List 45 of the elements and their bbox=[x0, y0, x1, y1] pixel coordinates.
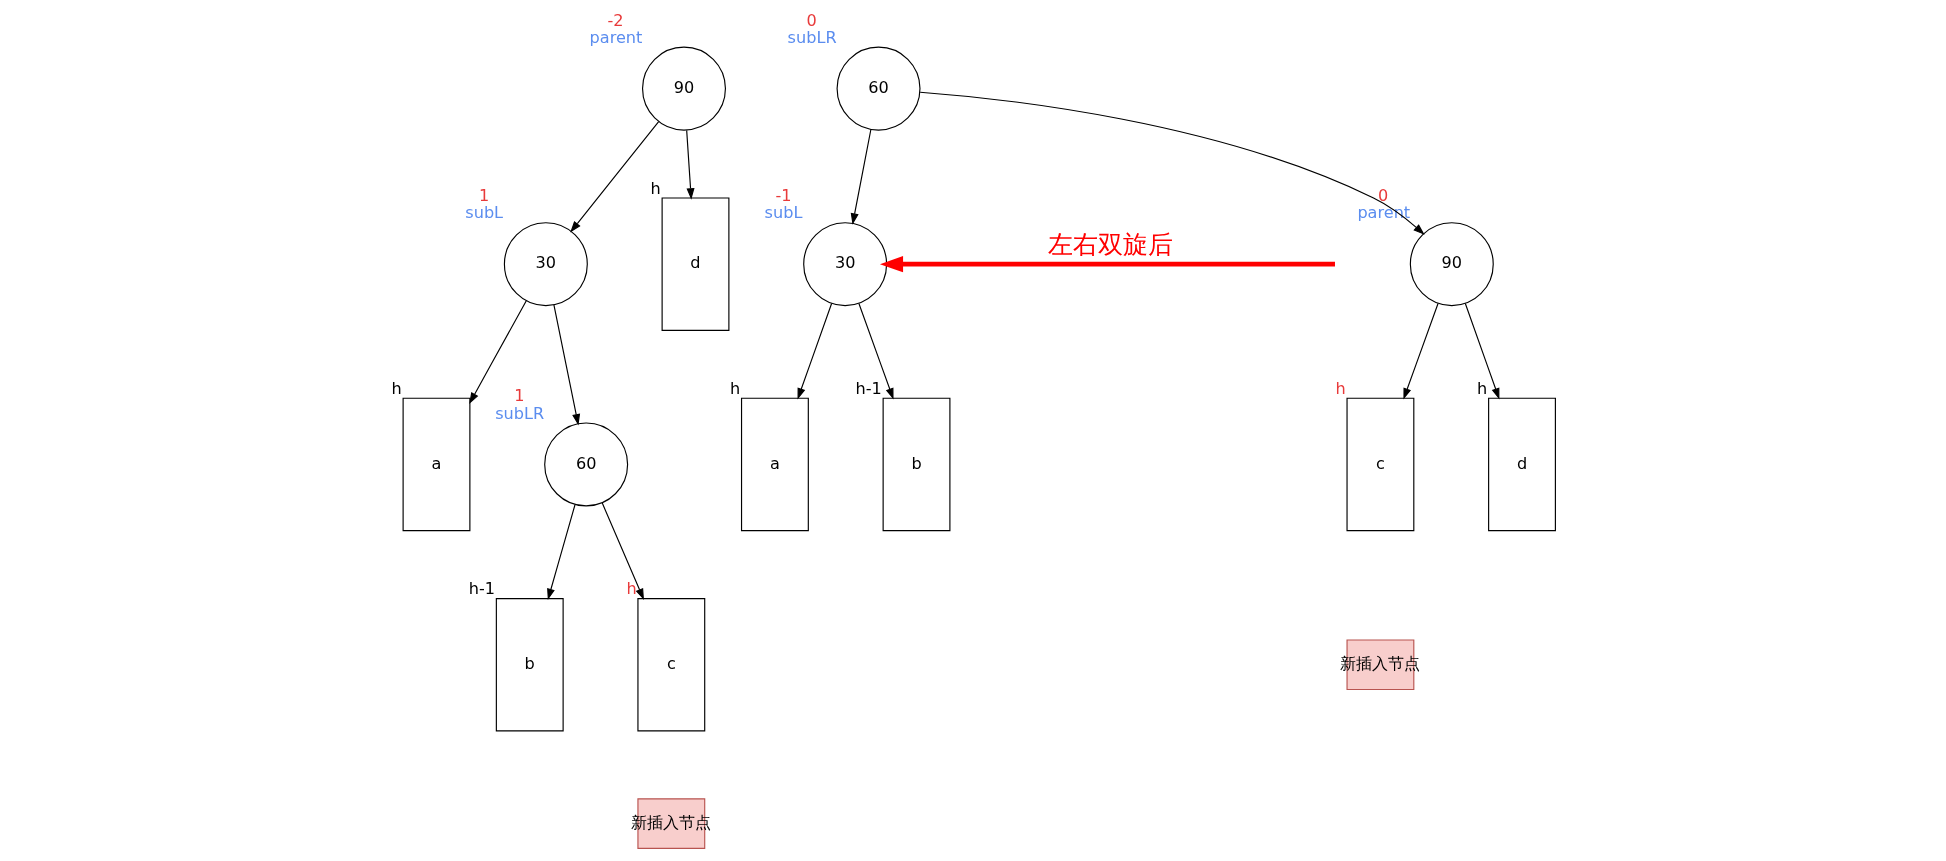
node-circle: 60 bbox=[836, 46, 921, 131]
arrow bbox=[1402, 302, 1439, 400]
node-box: b bbox=[495, 598, 564, 732]
node-box: b bbox=[882, 397, 950, 532]
arrow bbox=[797, 302, 832, 400]
node-label: subL bbox=[764, 203, 802, 223]
node-label: subL bbox=[464, 203, 503, 223]
node-label: h-1 bbox=[855, 378, 882, 398]
arrow bbox=[601, 502, 644, 601]
node-label: 0 bbox=[806, 10, 817, 30]
arrow bbox=[569, 120, 659, 233]
node-label: h bbox=[729, 378, 740, 398]
node-box: d bbox=[661, 197, 729, 331]
node-label: h bbox=[1476, 378, 1487, 398]
node-box: d bbox=[1487, 397, 1556, 532]
node-box: c bbox=[1345, 397, 1414, 532]
node-box: c bbox=[636, 598, 705, 732]
node-label: -1 bbox=[775, 186, 792, 206]
arrow bbox=[857, 302, 894, 400]
node-label: parent bbox=[589, 27, 642, 47]
arrow bbox=[468, 300, 527, 405]
node-label: 1 bbox=[513, 386, 524, 406]
node-label: subLR bbox=[787, 27, 837, 47]
node-label: h bbox=[650, 178, 661, 198]
arrow bbox=[546, 504, 576, 601]
node-label: h bbox=[391, 378, 402, 398]
arrow bbox=[919, 91, 1425, 235]
node-circle: 90 bbox=[641, 46, 726, 131]
edge-label: 左右双旋后 bbox=[1047, 229, 1173, 260]
node-label: h bbox=[625, 579, 637, 599]
arrow bbox=[685, 129, 695, 200]
arrow bbox=[552, 304, 580, 426]
node-label: h bbox=[1335, 378, 1346, 398]
node-box: a bbox=[740, 397, 809, 532]
node-label: -2 bbox=[606, 10, 623, 30]
node-box: a bbox=[402, 397, 470, 532]
node-label: h-1 bbox=[468, 579, 495, 599]
node-label: subLR bbox=[494, 403, 544, 423]
arrow bbox=[879, 256, 1335, 273]
node-label: 1 bbox=[478, 186, 489, 206]
node-circle: 30 bbox=[802, 222, 887, 307]
node-label: 0 bbox=[1377, 186, 1388, 206]
node-circle: 60 bbox=[543, 422, 628, 507]
arrow bbox=[1464, 302, 1499, 400]
arrow bbox=[850, 128, 871, 225]
